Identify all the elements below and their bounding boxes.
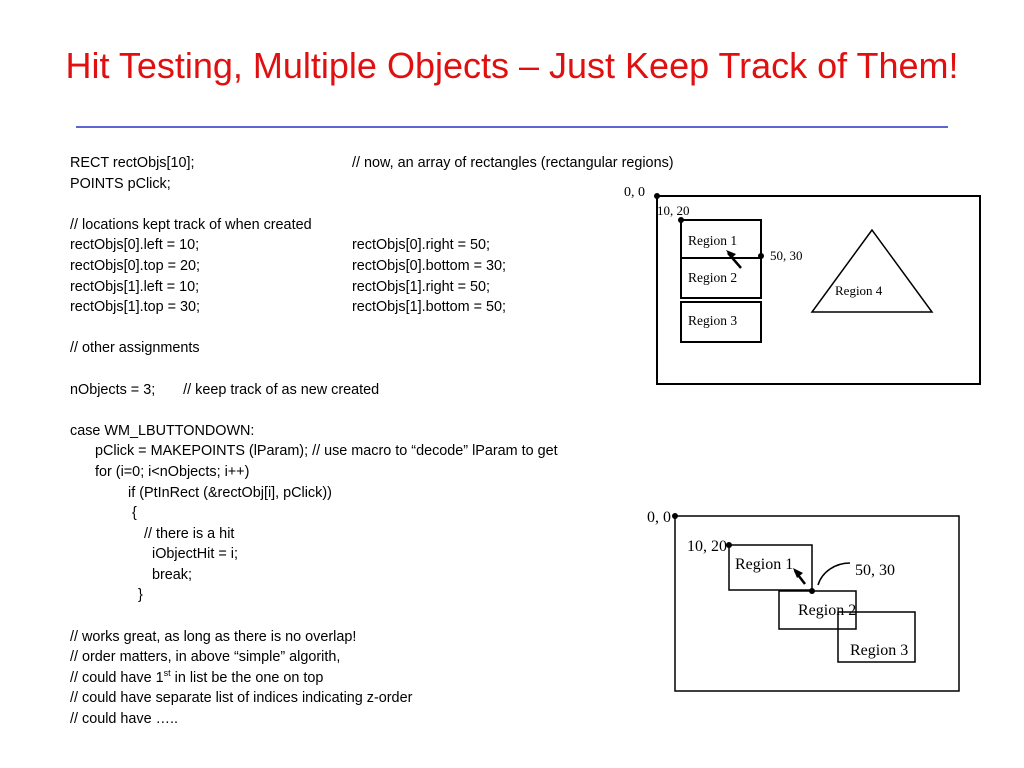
code-text: rectObjs[0].left = 10; <box>70 237 200 254</box>
code-line: // order matters, in above “simple” algo… <box>70 649 341 666</box>
origin-label: 0, 0 <box>624 185 645 200</box>
code-comment: // now, an array of rectangles (rectangu… <box>352 155 674 171</box>
code-text: rectObjs[1].bottom = 50; <box>352 299 506 316</box>
click-point-label: 50, 30 <box>770 248 803 263</box>
code-text: rectObjs[0].top = 20; <box>70 257 200 274</box>
code-text: rectObjs[0].bottom = 30; <box>352 257 506 274</box>
code-line: // other assignments <box>70 340 200 357</box>
arrow-head-icon <box>793 568 803 578</box>
client-area-frame <box>656 195 981 385</box>
code-line: RECT rectObjs[10]; // now, an array of r… <box>70 153 674 174</box>
slide-title: Hit Testing, Multiple Objects – Just Kee… <box>65 45 959 86</box>
region-3-label: Region 3 <box>850 642 908 659</box>
code-line: // could have separate list of indices i… <box>70 690 413 707</box>
code-line: case WM_LBUTTONDOWN: <box>70 422 255 439</box>
region-1-label: Region 1 <box>735 556 793 573</box>
region-2-label: Region 2 <box>688 270 737 285</box>
code-line: rectObjs[0].top = 20; rectObjs[0].bottom… <box>70 256 660 277</box>
diagram-overlapping: 0, 0 10, 20 Region 1 Region 2 Region 3 5… <box>647 509 960 692</box>
region-3-label: Region 3 <box>688 313 737 328</box>
region-2-rect <box>680 257 762 299</box>
region-2-label: Region 2 <box>798 602 856 619</box>
origin-dot <box>672 513 678 519</box>
code-line: // could have ….. <box>70 711 178 728</box>
code-line: // locations kept track of when created <box>70 216 312 233</box>
code-text: rectObjs[1].right = 50; <box>352 278 490 295</box>
origin-dot <box>654 193 660 199</box>
code-text: // could have 1 <box>70 669 164 686</box>
click-point-dot <box>758 253 764 259</box>
code-line: for (i=0; i<nObjects; i++) <box>95 463 250 480</box>
code-line: { <box>132 505 137 522</box>
corner-label: 10, 20 <box>657 203 690 218</box>
code-line: break; <box>152 566 192 583</box>
region-2-rect <box>778 590 857 630</box>
pointer-curve <box>817 562 851 586</box>
region-1-rect <box>728 544 813 591</box>
code-listing: RECT rectObjs[10]; // now, an array of r… <box>70 153 674 730</box>
code-line: rectObjs[1].left = 10; rectObjs[1].right… <box>70 277 660 298</box>
origin-label: 0, 0 <box>647 509 671 526</box>
superscript: st <box>163 668 171 679</box>
code-line: rectObjs[0].left = 10; rectObjs[0].right… <box>70 235 660 256</box>
click-point-label: 50, 30 <box>855 562 895 579</box>
code-line: iObjectHit = i; <box>152 546 238 563</box>
region-4-label: Region 4 <box>835 283 883 298</box>
click-point-dot <box>809 588 815 594</box>
corner-label: 10, 20 <box>687 538 727 555</box>
region-3-rect <box>837 611 916 663</box>
code-line: } <box>138 587 143 604</box>
code-line: rectObjs[1].top = 30; rectObjs[1].bottom… <box>70 297 660 318</box>
code-text: in list be the one on top <box>170 669 324 686</box>
diagram-non-overlapping: 0, 0 10, 20 Region 1 Region 2 Region 3 5… <box>624 185 981 385</box>
region-4-triangle <box>810 228 934 313</box>
code-text: rectObjs[1].top = 30; <box>70 299 200 316</box>
region-3-rect <box>680 301 762 343</box>
code-line: pClick = MAKEPOINTS (lParam); // use mac… <box>95 443 558 460</box>
code-line: // could have 1st in list be the one on … <box>70 668 660 689</box>
code-line: nObjects = 3; // keep track of as new cr… <box>70 381 380 398</box>
code-text: RECT rectObjs[10]; <box>70 155 195 171</box>
code-line: if (PtInRect (&rectObj[i], pClick)) <box>128 484 332 501</box>
code-text: rectObjs[1].left = 10; <box>70 278 200 295</box>
title-divider <box>76 126 948 128</box>
code-line: // there is a hit <box>144 525 235 542</box>
code-line: POINTS pClick; <box>70 175 171 192</box>
region-1-label: Region 1 <box>688 233 737 248</box>
code-line: // works great, as long as there is no o… <box>70 628 357 645</box>
arrow-head-icon <box>726 250 736 259</box>
code-text: rectObjs[0].right = 50; <box>352 237 490 254</box>
client-area-frame <box>674 515 960 692</box>
